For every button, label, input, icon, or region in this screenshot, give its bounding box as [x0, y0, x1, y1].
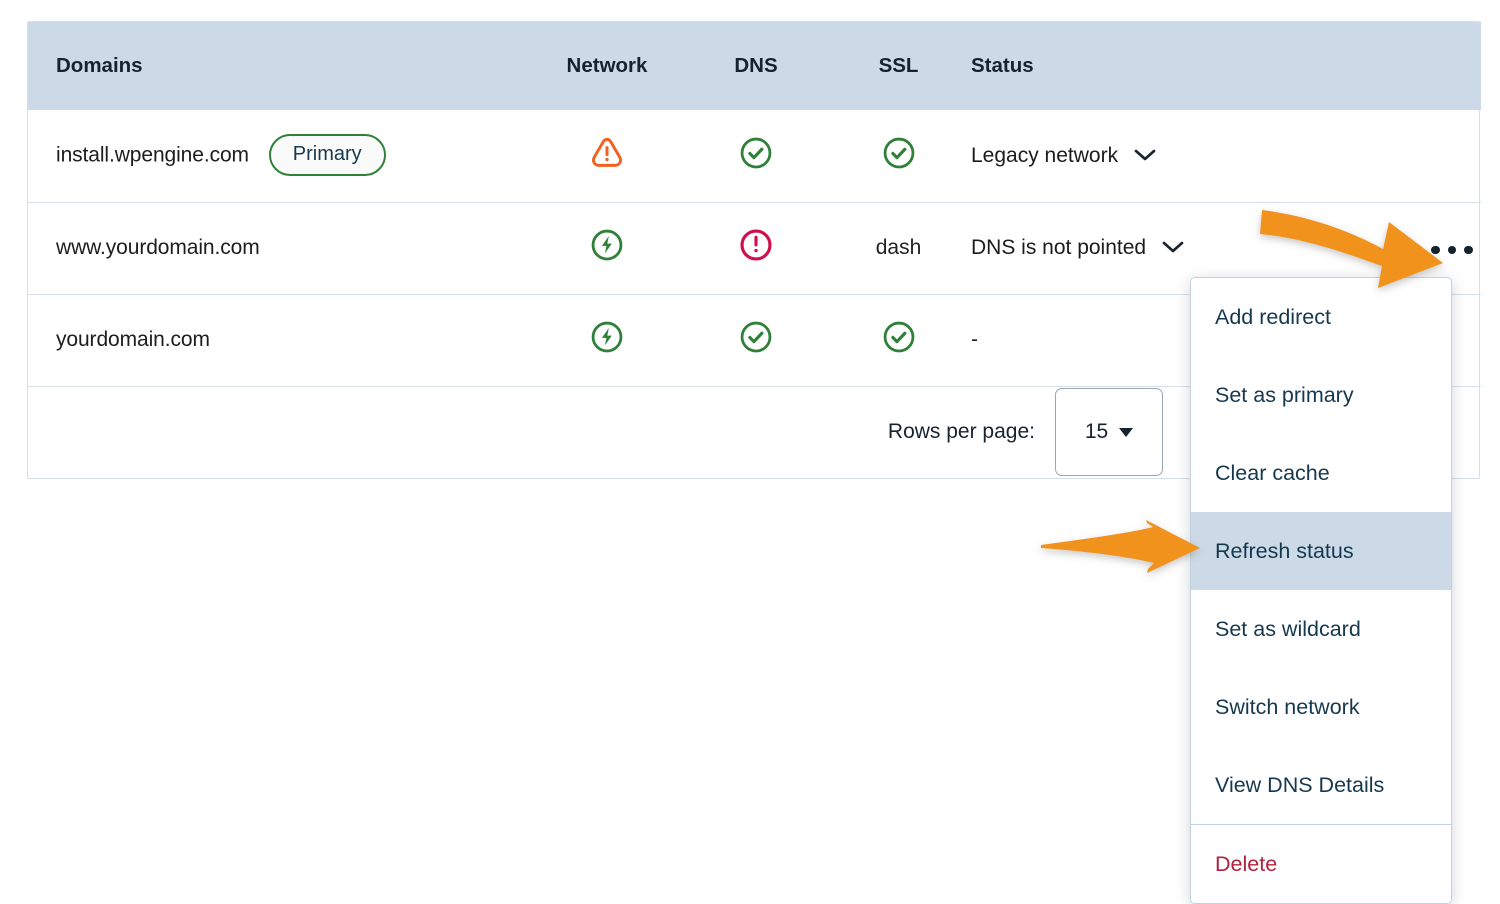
check-circle-icon — [738, 137, 774, 176]
menu-item-view-dns-details[interactable]: View DNS Details — [1191, 746, 1451, 824]
column-header-domains: Domains — [28, 22, 528, 110]
domain-name: www.yourdomain.com — [56, 236, 260, 259]
domain-name: install.wpengine.com — [56, 143, 249, 167]
warning-triangle-icon — [588, 137, 626, 177]
arrow-to-refresh-status — [1041, 520, 1200, 573]
menu-item-set-as-primary[interactable]: Set as primary — [1191, 356, 1451, 434]
domain-actions-context-menu: Add redirect Set as primary Clear cache … — [1190, 277, 1452, 904]
cell-actions — [1301, 110, 1481, 202]
kebab-menu-button[interactable] — [1427, 230, 1477, 266]
domains-table-container: Domains Network DNS SSL Status install.w… — [27, 21, 1481, 479]
pagination-controls: Rows per page: 15 — [28, 388, 1481, 477]
check-circle-icon — [881, 321, 917, 360]
cell-dns-status — [686, 110, 826, 202]
menu-item-delete[interactable]: Delete — [1191, 825, 1451, 903]
cell-network-status — [528, 110, 686, 202]
menu-item-set-as-wildcard[interactable]: Set as wildcard — [1191, 590, 1451, 668]
primary-badge: Primary — [268, 133, 386, 176]
kebab-dot — [1431, 245, 1440, 254]
kebab-dot — [1447, 245, 1456, 254]
menu-item-refresh-status[interactable]: Refresh status — [1191, 512, 1451, 590]
status-text: - — [971, 328, 978, 351]
table-body: install.wpengine.com Primary — [28, 110, 1481, 478]
status-text: DNS is not pointed — [971, 235, 1147, 259]
table-header-row: Domains Network DNS SSL Status — [28, 22, 1481, 110]
status-text: Legacy network — [971, 143, 1119, 167]
cell-network-status — [528, 293, 686, 386]
table-row: install.wpengine.com Primary — [28, 110, 1481, 202]
cell-domain: yourdomain.com — [28, 293, 528, 386]
exclamation-circle-icon — [738, 229, 774, 268]
cell-domain: www.yourdomain.com — [28, 201, 528, 294]
table-row: www.yourdomain.com — [28, 201, 1481, 294]
chevron-down-icon[interactable] — [1161, 237, 1185, 261]
ssl-empty-value: dash — [875, 236, 922, 259]
rows-per-page-label: Rows per page: — [887, 420, 1035, 444]
cell-ssl-status — [826, 110, 971, 202]
cell-ssl-status: dash — [826, 201, 971, 294]
menu-item-switch-network[interactable]: Switch network — [1191, 668, 1451, 746]
check-circle-icon — [738, 321, 774, 360]
column-header-dns: DNS — [686, 22, 826, 110]
column-header-actions — [1301, 22, 1481, 110]
bolt-circle-icon — [589, 321, 625, 360]
menu-item-clear-cache[interactable]: Clear cache — [1191, 434, 1451, 512]
bolt-circle-icon — [589, 229, 625, 268]
cell-network-status — [528, 201, 686, 294]
menu-item-add-redirect[interactable]: Add redirect — [1191, 278, 1451, 356]
column-header-network: Network — [528, 22, 686, 110]
caret-down-icon — [1119, 427, 1134, 437]
domain-name: yourdomain.com — [56, 328, 210, 351]
cell-domain: install.wpengine.com Primary — [28, 110, 528, 202]
kebab-dot — [1464, 245, 1473, 254]
cell-dns-status — [686, 293, 826, 386]
cell-status[interactable]: Legacy network — [971, 110, 1301, 202]
menu-separator — [1191, 824, 1451, 825]
column-header-status: Status — [971, 22, 1301, 110]
rows-per-page-value: 15 — [1084, 420, 1109, 444]
chevron-down-icon[interactable] — [1133, 145, 1157, 169]
domains-table: Domains Network DNS SSL Status install.w… — [28, 22, 1481, 478]
table-header: Domains Network DNS SSL Status — [28, 22, 1481, 110]
rows-per-page-select[interactable]: 15 — [1055, 388, 1163, 477]
cell-ssl-status — [826, 293, 971, 386]
cell-dns-status — [686, 201, 826, 294]
column-header-ssl: SSL — [826, 22, 971, 110]
check-circle-icon — [881, 137, 917, 176]
